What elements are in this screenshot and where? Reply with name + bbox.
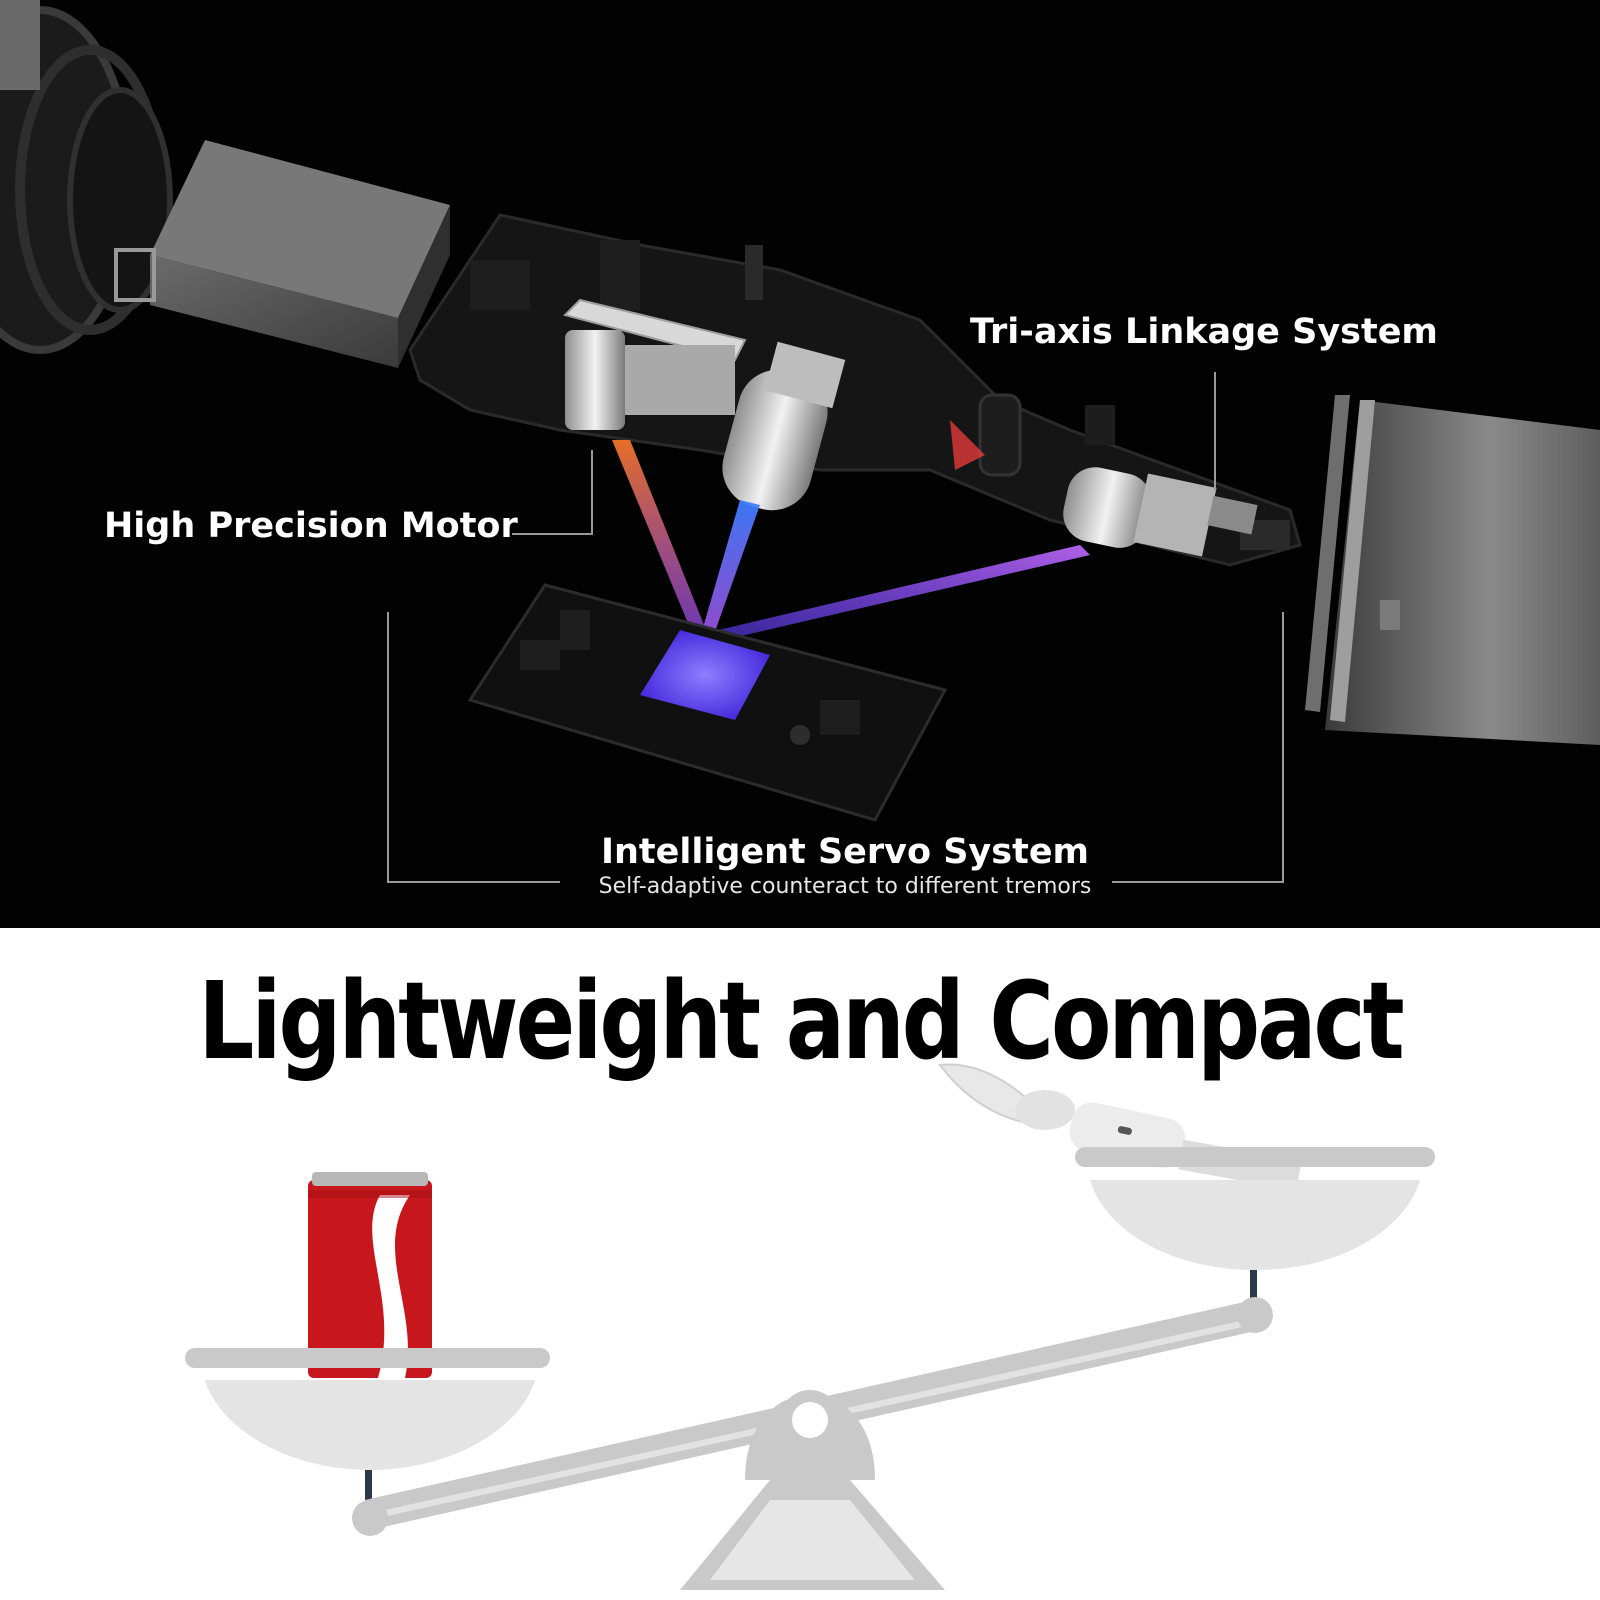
headline: Lightweight and Compact	[198, 958, 1404, 1084]
stabilizer-spoon-icon	[938, 1063, 1302, 1191]
motor-3	[1063, 467, 1258, 557]
sensor-light-beams	[612, 420, 1090, 642]
callout-tri-axis-linkage: Tri-axis Linkage System	[970, 312, 1438, 352]
servo-bracket-left	[387, 612, 560, 883]
servo-bracket-right	[1112, 612, 1284, 883]
motor-1	[563, 298, 747, 430]
callout-servo-title: Intelligent Servo System	[600, 832, 1090, 872]
left-scale-pan	[185, 1348, 550, 1505]
exploded-view-panel: High Precision Motor Tri-axis Linkage Sy…	[0, 0, 1600, 928]
callout-servo-subtitle: Self-adaptive counteract to different tr…	[598, 874, 1092, 899]
handle-cup-part	[1305, 395, 1600, 745]
circuit-board	[467, 583, 948, 822]
right-scale-pan	[1075, 1147, 1435, 1305]
callout-leader-lines	[387, 372, 1284, 883]
motor-leader-line	[512, 450, 593, 535]
scale-fulcrum	[680, 1390, 945, 1590]
weight-comparison-panel: Lightweight and Compact	[0, 928, 1600, 1600]
balance-scale-icon	[185, 1063, 1435, 1590]
battery-block	[114, 140, 450, 368]
soda-can-icon	[308, 1172, 432, 1378]
handle-disc-part	[0, 0, 173, 354]
exploded-view-illustration	[0, 0, 1600, 883]
callout-high-precision-motor: High Precision Motor	[104, 506, 518, 546]
motor-2	[722, 341, 846, 511]
